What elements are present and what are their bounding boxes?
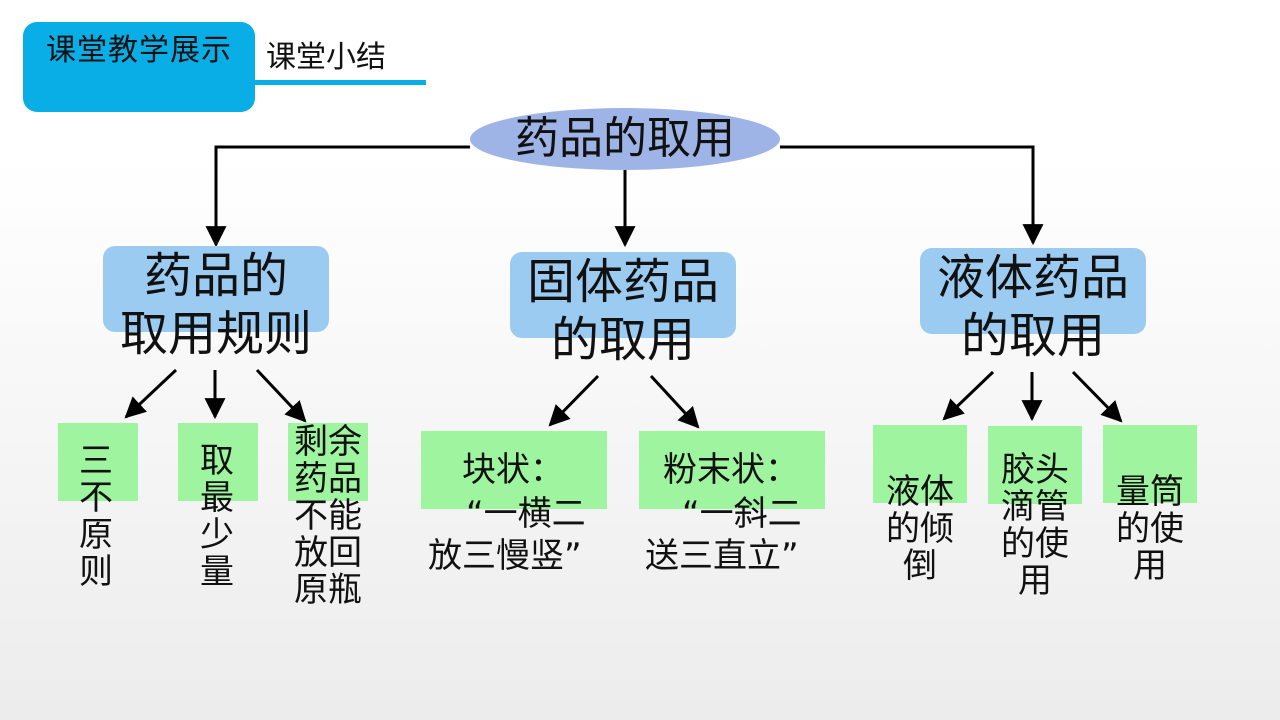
liquid-to-cylinder-arrow — [1071, 370, 1123, 423]
solid-to-powder-arrow — [649, 374, 700, 429]
root-node — [470, 108, 780, 170]
category-solid-box — [510, 252, 736, 338]
leaf-lump-line-2: “一横二 — [466, 494, 586, 534]
leaf-cylinder-box — [1103, 425, 1197, 503]
root-to-rules-arrow — [205, 145, 470, 248]
leaf-lump-box — [421, 431, 607, 509]
category-solid-label-2: 的取用 — [550, 312, 695, 368]
leaf-cylinder-label: 量筒的使用 — [1116, 472, 1184, 586]
leaf-dropper-label: 胶头滴管的使用 — [1001, 450, 1069, 601]
solid-to-lump-arrow — [548, 374, 600, 427]
leaf-powder-box — [639, 431, 825, 509]
leaf-rule2-box — [178, 423, 258, 501]
rules-to-rule1-arrow — [124, 368, 178, 419]
leaf-rule1-box — [58, 423, 138, 501]
leaf-rule3-label: 剩余药品不能放回原瓶 — [294, 422, 362, 610]
header-tag — [23, 22, 255, 112]
rules-to-rule3-arrow — [255, 368, 307, 423]
category-rules-box — [103, 246, 329, 332]
liquid-to-pour-arrow — [942, 370, 995, 421]
category-rules-label-1: 药品的 — [143, 248, 288, 304]
leaf-rule2-label: 取最少量 — [200, 441, 234, 592]
leaf-lump-line-3: 放三慢竖” — [428, 536, 582, 576]
category-liquid-box — [920, 248, 1146, 334]
leaf-lump-line-1: 块状： — [462, 450, 564, 490]
leaf-powder-line-2: “一斜二 — [682, 494, 802, 534]
leaf-rule3-box — [288, 423, 368, 501]
category-liquid-label-1: 液体药品 — [936, 250, 1129, 306]
leaf-pour-box — [873, 425, 967, 503]
category-rules-label-2: 取用规则 — [119, 306, 312, 362]
leaf-powder-line-1: 粉末状： — [663, 450, 799, 490]
header-subtitle: 课堂小结 — [266, 40, 386, 75]
leaf-rule1-label: 三不原则 — [79, 441, 113, 592]
header-underline — [255, 80, 426, 85]
leaf-powder-line-3: 送三直立” — [645, 536, 799, 576]
root-node-label: 药品的取用 — [515, 113, 735, 164]
leaf-dropper-box — [988, 426, 1082, 504]
category-liquid-label-2: 的取用 — [960, 308, 1105, 364]
leaf-pour-label: 液体的倾倒 — [886, 472, 954, 586]
root-to-liquid-arrow — [780, 145, 1044, 246]
header-tag-label: 课堂教学展示 — [46, 33, 232, 68]
category-solid-label-1: 固体药品 — [526, 254, 719, 310]
